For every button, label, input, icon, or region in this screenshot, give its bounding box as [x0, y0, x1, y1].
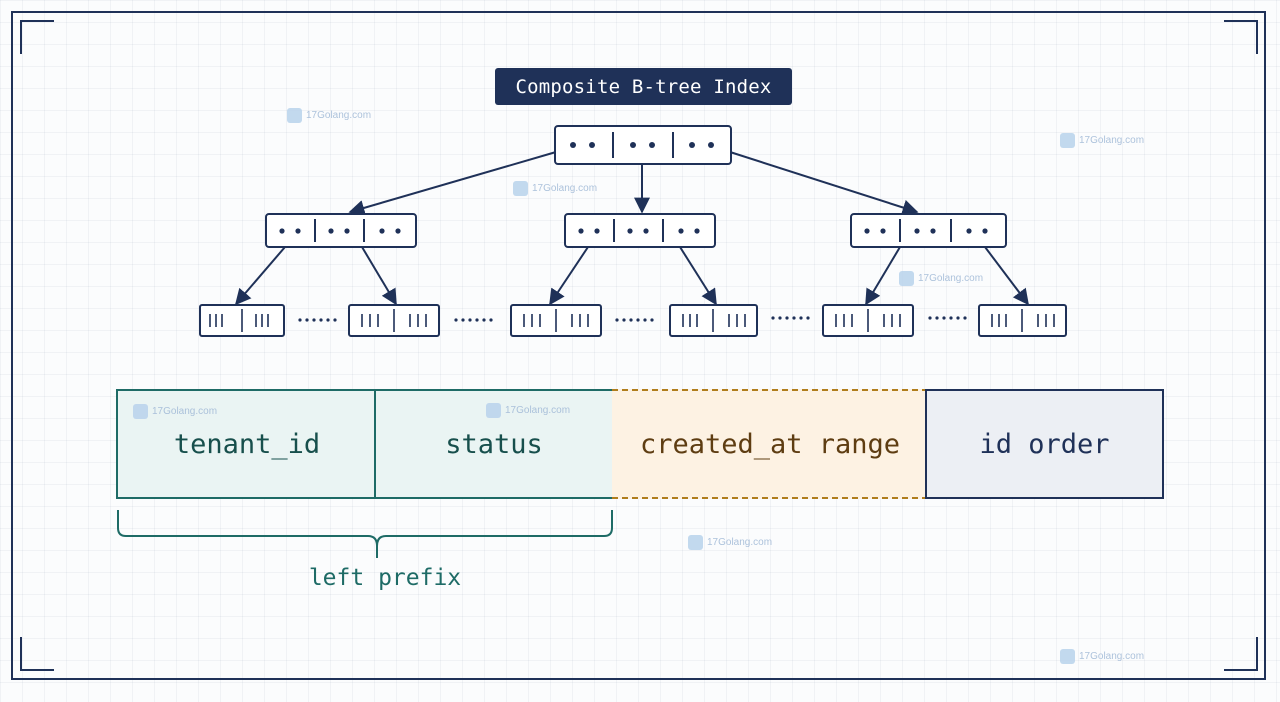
corner-mark	[1224, 20, 1258, 54]
logo-icon	[899, 271, 914, 286]
logo-icon	[513, 181, 528, 196]
logo-icon	[1060, 133, 1075, 148]
watermark: 17Golang.com	[899, 271, 983, 286]
leaf-nodes	[199, 304, 1067, 337]
root-node	[554, 125, 732, 165]
logo-icon	[1060, 649, 1075, 664]
index-column-created-at-range: created_at range	[612, 389, 928, 499]
watermark: 17Golang.com	[1060, 649, 1144, 664]
corner-mark	[20, 20, 54, 54]
watermark: 17Golang.com	[1060, 133, 1144, 148]
watermark: 17Golang.com	[287, 108, 371, 123]
tree-edges	[234, 151, 1029, 306]
corner-mark	[20, 637, 54, 671]
diagram-frame	[11, 11, 1266, 680]
logo-icon	[486, 403, 501, 418]
leaf-ellipsis	[298, 316, 967, 322]
diagram-title: Composite B-tree Index	[495, 68, 792, 105]
watermark: 17Golang.com	[486, 403, 570, 418]
left-prefix-label: left prefix	[308, 565, 462, 591]
logo-icon	[287, 108, 302, 123]
internal-node	[850, 213, 1007, 248]
logo-icon	[688, 535, 703, 550]
leaf-ticks	[209, 309, 1055, 332]
internal-node	[265, 213, 417, 248]
prefix-brace	[117, 510, 613, 558]
internal-node	[564, 213, 716, 248]
corner-mark	[1224, 637, 1258, 671]
watermark: 17Golang.com	[688, 535, 772, 550]
watermark: 17Golang.com	[133, 404, 217, 419]
logo-icon	[133, 404, 148, 419]
index-column-id-order: id order	[925, 389, 1164, 499]
watermark: 17Golang.com	[513, 181, 597, 196]
index-column-tenant-id: tenant_id	[116, 389, 376, 499]
